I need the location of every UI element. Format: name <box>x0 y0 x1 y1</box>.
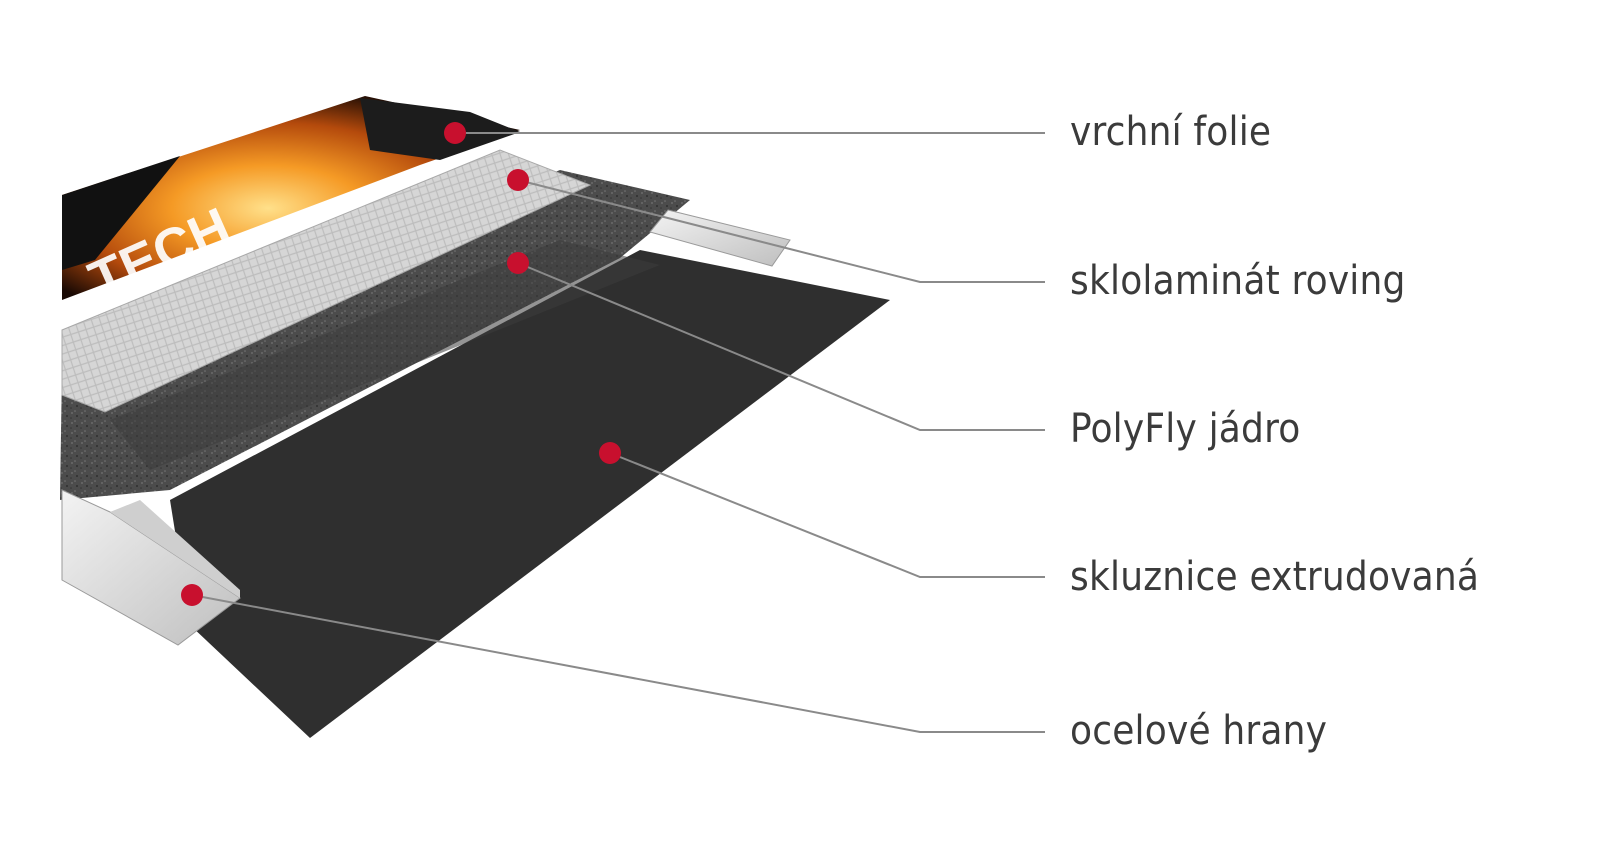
label-edges: ocelové hrany <box>1070 708 1327 754</box>
leader-line-core <box>517 262 1045 431</box>
steel-edge-left-top <box>110 500 240 598</box>
base-layer <box>170 250 890 738</box>
layer-markers <box>181 122 621 606</box>
leader-line-base <box>609 452 1045 578</box>
label-base: skluznice extrudovaná <box>1070 554 1479 600</box>
leader-line-edges <box>191 594 1045 733</box>
label-fiberglass: sklolaminát roving <box>1070 258 1406 304</box>
core-bevel <box>110 240 660 470</box>
marker-fiberglass <box>507 169 529 191</box>
leader-line-fiberglass <box>517 179 1045 283</box>
marker-base <box>599 442 621 464</box>
fiberglass-layer <box>61 149 592 413</box>
label-core: PolyFly jádro <box>1070 406 1300 452</box>
ski-layer-illustration: TECH <box>60 96 890 738</box>
layer-labels: vrchní folie sklolaminát roving PolyFly … <box>1070 109 1479 754</box>
top-sheet-graphic <box>360 98 520 160</box>
steel-edge-right <box>649 209 791 267</box>
top-sheet-dark-corner <box>62 156 180 270</box>
steel-edge-left <box>61 489 241 646</box>
marker-top-sheet <box>444 122 466 144</box>
marker-core <box>507 252 529 274</box>
marker-edges <box>181 584 203 606</box>
label-top-sheet: vrchní folie <box>1070 109 1271 155</box>
leader-lines <box>191 132 1045 733</box>
